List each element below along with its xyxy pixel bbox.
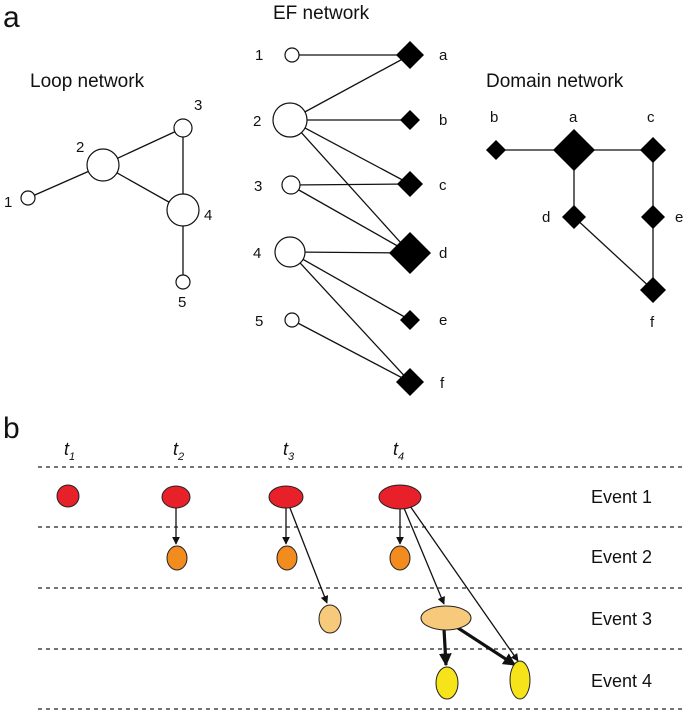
domain-label-c: c xyxy=(647,109,655,126)
loop-node-label-5: 5 xyxy=(178,294,186,311)
time-label-4: t4 xyxy=(393,439,404,463)
ef-right-node-d xyxy=(389,232,431,274)
event-label-2: Event 2 xyxy=(591,547,652,567)
ef-network-title: EF network xyxy=(273,3,370,24)
domain-label-e: e xyxy=(675,209,683,226)
ef-left-node-2 xyxy=(272,102,308,138)
ef-left-label-3: 3 xyxy=(254,178,262,195)
domain-node-f xyxy=(640,277,666,303)
domain-label-b: b xyxy=(490,109,498,126)
ef-right-node-f xyxy=(396,368,424,396)
domain-node-e xyxy=(641,205,665,229)
ef-right-label-c: c xyxy=(439,177,447,194)
domain-label-f: f xyxy=(650,314,655,331)
ef-left-label-1: 1 xyxy=(255,47,263,64)
ef-right-node-b xyxy=(400,110,420,130)
loop-node-2 xyxy=(86,148,120,182)
ef-left-label-4: 4 xyxy=(253,245,261,262)
domain-node-d xyxy=(562,205,586,229)
domain-label-d: d xyxy=(542,209,550,226)
event3-node-t4 xyxy=(420,605,472,631)
ef-right-label-b: b xyxy=(439,112,447,129)
event-label-3: Event 3 xyxy=(591,609,652,629)
loop-node-4 xyxy=(166,193,200,227)
loop-node-label-4: 4 xyxy=(204,207,212,224)
event1-node-t4 xyxy=(378,484,422,510)
ef-left-node-4 xyxy=(274,236,306,268)
ef-right-label-f: f xyxy=(440,375,445,392)
ef-right-node-c xyxy=(397,171,423,197)
loop-node-1 xyxy=(20,190,36,206)
event4-node-a xyxy=(435,666,459,700)
loop-node-label-1: 1 xyxy=(4,194,12,211)
event1-node-t1 xyxy=(56,484,80,508)
ef-left-label-5: 5 xyxy=(255,313,263,330)
panel-label-a: a xyxy=(3,1,20,34)
domain-label-a: a xyxy=(569,109,578,126)
loop-node-label-3: 3 xyxy=(194,97,202,114)
domain-node-c xyxy=(640,137,666,163)
ef-right-label-d: d xyxy=(439,245,447,262)
event1-node-t2 xyxy=(161,485,191,509)
ef-right-node-e xyxy=(400,310,420,330)
domain-network: Domain network a b c d e f xyxy=(486,71,683,331)
ef-left-node-5 xyxy=(284,312,300,328)
ef-left-node-1 xyxy=(284,47,300,63)
event-label-1: Event 1 xyxy=(591,487,652,507)
event-timeline: t1 t2 t3 t4 Event 1 Event 2 Event 3 Even… xyxy=(38,439,683,710)
ef-left-label-2: 2 xyxy=(253,113,261,130)
ef-right-label-a: a xyxy=(439,47,448,64)
domain-node-a xyxy=(553,129,595,171)
domain-node-b xyxy=(486,140,506,160)
event3-node-t3 xyxy=(318,604,342,634)
event2-node-t3 xyxy=(276,545,298,571)
ef-right-node-a xyxy=(396,41,424,69)
time-label-1: t1 xyxy=(64,439,75,463)
time-label-2: t2 xyxy=(173,439,184,463)
loop-network-title: Loop network xyxy=(30,71,145,92)
event2-node-t2 xyxy=(166,545,188,571)
domain-network-title: Domain network xyxy=(486,71,624,92)
ef-left-node-3 xyxy=(281,175,301,195)
event-label-4: Event 4 xyxy=(591,671,652,691)
event2-node-t4 xyxy=(389,545,411,571)
ef-network: EF network 1 2 3 4 5 a b c d xyxy=(253,3,448,396)
loop-node-5 xyxy=(175,274,191,290)
event4-node-b xyxy=(509,660,531,700)
ef-right-label-e: e xyxy=(439,312,447,329)
loop-network: Loop network 1 2 3 4 5 xyxy=(4,71,212,311)
panel-label-b: b xyxy=(3,412,20,445)
loop-node-label-2: 2 xyxy=(76,139,84,156)
time-label-3: t3 xyxy=(283,439,295,463)
loop-node-3 xyxy=(173,118,193,138)
event1-node-t3 xyxy=(268,485,304,509)
